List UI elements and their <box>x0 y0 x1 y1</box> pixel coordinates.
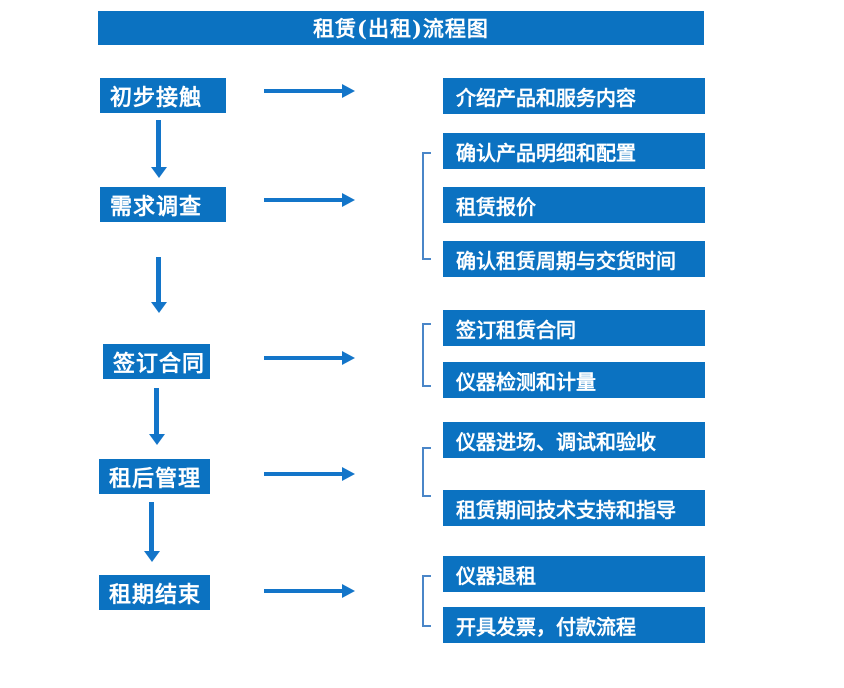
right-arrow-icon-1 <box>264 84 355 98</box>
arrow-shaft <box>264 356 343 360</box>
arrow-head <box>149 434 165 445</box>
arrow-shaft <box>264 589 343 593</box>
output-box-invoice-payment: 开具发票，付款流程 <box>443 607 705 643</box>
arrow-shaft <box>149 502 154 551</box>
output-box-rental-quotation: 租赁报价 <box>443 187 705 223</box>
stage-box-lease-end: 租期结束 <box>99 575 210 610</box>
down-arrow-icon-4 <box>144 502 160 562</box>
output-box-technical-support: 租赁期间技术支持和指导 <box>443 490 705 526</box>
group-bracket-demand-survey <box>422 152 431 260</box>
arrow-head <box>144 551 160 562</box>
right-arrow-icon-2 <box>264 193 355 207</box>
stage-box-post-rental-management: 租后管理 <box>99 459 210 494</box>
right-arrow-icon-3 <box>264 351 355 365</box>
output-box-confirm-details: 确认产品明细和配置 <box>443 133 705 169</box>
down-arrow-icon-1 <box>151 120 167 178</box>
right-arrow-icon-5 <box>264 584 355 598</box>
arrow-head <box>342 584 355 598</box>
page-title: 租赁(出租)流程图 <box>313 16 489 41</box>
arrow-head <box>342 467 355 481</box>
down-arrow-icon-2 <box>151 257 167 313</box>
output-box-instrument-testing: 仪器检测和计量 <box>443 362 705 398</box>
arrow-shaft <box>156 257 161 302</box>
arrow-shaft <box>154 388 159 434</box>
output-box-sign-rental-contract: 签订租赁合同 <box>443 310 705 346</box>
output-box-instrument-setup: 仪器进场、调试和验收 <box>443 422 705 458</box>
stage-box-initial-contact: 初步接触 <box>100 78 226 113</box>
output-box-confirm-period: 确认租赁周期与交货时间 <box>443 241 705 277</box>
down-arrow-icon-3 <box>149 388 165 445</box>
title-bar: 租赁(出租)流程图 <box>98 11 704 45</box>
arrow-head <box>342 351 355 365</box>
output-box-instrument-return: 仪器退租 <box>443 556 705 592</box>
stage-box-sign-contract: 签订合同 <box>103 344 210 379</box>
arrow-head <box>342 193 355 207</box>
arrow-head <box>342 84 355 98</box>
arrow-shaft <box>264 89 343 93</box>
group-bracket-sign-contract <box>422 323 431 387</box>
stage-box-demand-survey: 需求调查 <box>100 187 226 222</box>
arrow-head <box>151 302 167 313</box>
output-box-introduce-products: 介绍产品和服务内容 <box>443 78 705 114</box>
arrow-shaft <box>264 198 343 202</box>
arrow-head <box>151 167 167 178</box>
group-bracket-lease-end <box>422 575 431 627</box>
arrow-shaft <box>156 120 161 167</box>
arrow-shaft <box>264 472 343 476</box>
group-bracket-post-rental <box>422 447 431 497</box>
right-arrow-icon-4 <box>264 467 355 481</box>
